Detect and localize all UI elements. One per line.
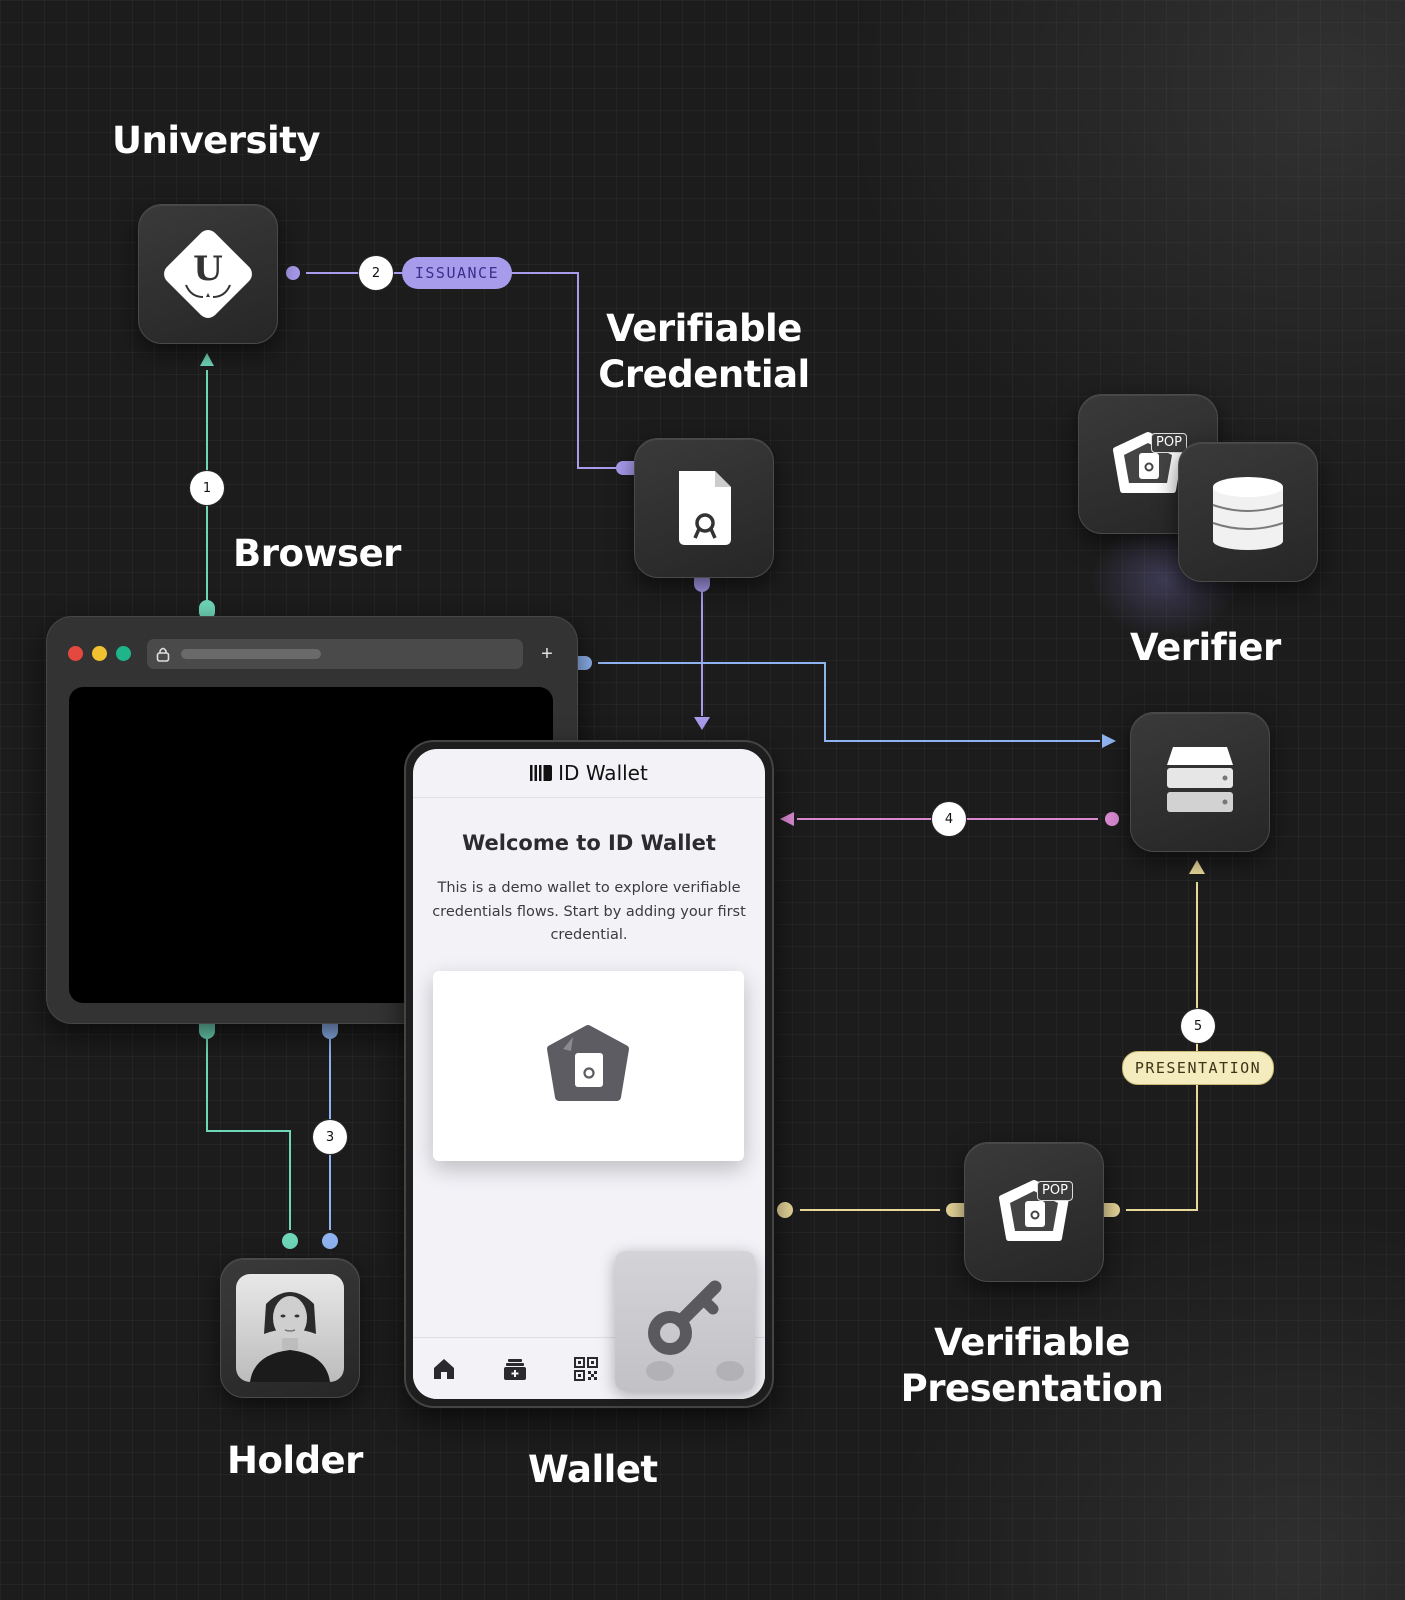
pop-badge-bottom: POP <box>1037 1181 1073 1201</box>
home-icon[interactable] <box>431 1356 457 1382</box>
step-1-badge: 1 <box>190 471 224 505</box>
wallet-app-title: ID Wallet <box>558 761 648 785</box>
issuance-pill: ISSUANCE <box>402 257 512 289</box>
university-tile: U <box>138 204 278 344</box>
wallet-logo-icon <box>530 765 553 781</box>
welcome-heading: Welcome to ID Wallet <box>462 831 716 855</box>
server-tile <box>1130 712 1270 852</box>
verifiable-presentation-line1: Verifiable <box>934 1321 1130 1364</box>
browser-label: Browser <box>233 532 401 575</box>
verifiable-presentation-label: Verifiable Presentation <box>896 1320 1168 1412</box>
verifiable-credential-line2: Credential <box>598 353 810 396</box>
document-certificate-icon <box>679 471 731 545</box>
presentation-pill: PRESENTATION <box>1122 1051 1274 1085</box>
holder-label: Holder <box>227 1439 363 1482</box>
server-icon <box>1167 747 1233 812</box>
minimize-window-button[interactable] <box>92 646 107 661</box>
welcome-description: This is a demo wallet to explore verifia… <box>432 880 746 943</box>
maximize-window-button[interactable] <box>116 646 131 661</box>
pop-badge-top: POP <box>1151 433 1187 453</box>
presentation-tile: POP <box>964 1142 1104 1282</box>
verifier-label: Verifier <box>1130 626 1281 669</box>
wallet-label: Wallet <box>528 1448 658 1491</box>
wallet-app-bar: ID Wallet <box>413 749 765 798</box>
address-bar[interactable] <box>147 639 523 669</box>
university-shield-icon <box>164 230 252 318</box>
database-tile <box>1178 442 1318 582</box>
key-tile <box>615 1251 755 1391</box>
close-window-button[interactable] <box>68 646 83 661</box>
add-credential-card[interactable] <box>433 971 744 1161</box>
university-label: University <box>112 119 321 162</box>
step-4-badge: 4 <box>932 802 966 836</box>
holder-tile <box>220 1258 360 1398</box>
verifiable-presentation-line2: Presentation <box>900 1367 1164 1410</box>
pop-credential-icon <box>547 1025 629 1101</box>
database-icon <box>1212 477 1284 550</box>
step-3-badge: 3 <box>313 1120 347 1154</box>
credential-tile <box>634 438 774 578</box>
add-credential-icon[interactable] <box>502 1356 528 1382</box>
step-5-badge: 5 <box>1181 1009 1215 1043</box>
verifiable-credential-label: Verifiable Credential <box>596 306 812 398</box>
qr-code-icon[interactable] <box>573 1356 599 1382</box>
avatar <box>236 1274 344 1382</box>
new-tab-button[interactable]: + <box>541 643 553 665</box>
university-letter: U <box>193 249 223 289</box>
verifiable-credential-line1: Verifiable <box>606 307 802 350</box>
address-placeholder-bar <box>181 649 321 659</box>
pop-credential-icon <box>999 1180 1069 1241</box>
key-icon <box>646 1280 744 1381</box>
step-2-badge: 2 <box>359 256 393 290</box>
lock-icon <box>156 647 170 662</box>
